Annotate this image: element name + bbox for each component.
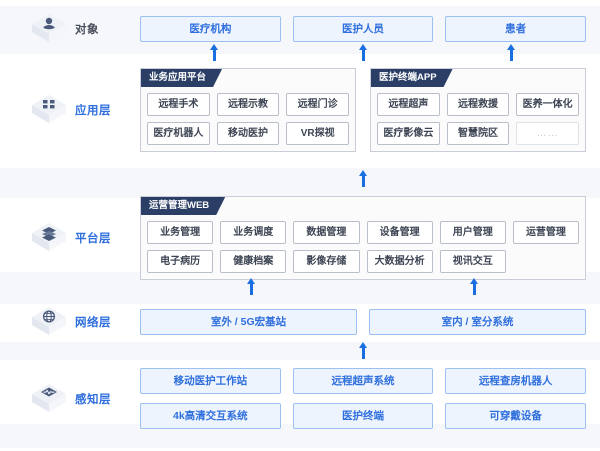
panel-title: 业务应用平台 [141, 69, 222, 87]
layer-platform: 平台层 运营管理WEB 业务管理 业务调度 数据管理 设备管理 用户管理 运营管… [0, 196, 600, 280]
arrow-group-application [0, 170, 600, 187]
arrow-group-object [0, 44, 600, 61]
arrow-up-icon [358, 342, 368, 359]
perception-box[interactable]: 远程查房机器人 [445, 368, 587, 394]
layer-object-label: 对象 [75, 24, 99, 36]
layer-perception-content: 移动医护工作站 远程超声系统 远程查房机器人 4k高清交互系统 医护终端 可穿戴… [140, 368, 600, 429]
platform-item-empty [513, 250, 579, 273]
layer-platform-label: 平台层 [75, 233, 111, 245]
layer-application-content: 业务应用平台 远程手术 远程示教 远程门诊 医疗机器人 移动医护 VR探视 [140, 68, 600, 152]
app-item[interactable]: 远程超声 [377, 93, 440, 116]
platform-item[interactable]: 设备管理 [366, 221, 433, 244]
layer-object-header: 对象 [0, 12, 140, 46]
person-cube-icon [30, 12, 68, 46]
platform-item[interactable]: 业务调度 [220, 221, 287, 244]
panel-title: 运营管理WEB [141, 197, 225, 215]
perception-box[interactable]: 医护终端 [292, 403, 434, 429]
object-box[interactable]: 患者 [445, 16, 587, 42]
arrow-up-icon [247, 278, 256, 295]
arrow-group-platform [0, 278, 600, 295]
layer-network-content: 室外 / 5G宏基站 室内 / 室分系统 [140, 309, 600, 335]
network-box[interactable]: 室内 / 室分系统 [369, 309, 586, 335]
layers-cube-icon [30, 221, 68, 255]
layer-network-header: 网络层 [0, 305, 140, 339]
perception-row: 4k高清交互系统 医护终端 可穿戴设备 [140, 403, 587, 429]
panel-title: 医护终端APP [371, 69, 453, 87]
arrow-up-icon [209, 44, 219, 61]
layer-perception-header: 感知层 [0, 382, 140, 416]
platform-panels: 运营管理WEB 业务管理 业务调度 数据管理 设备管理 用户管理 运营管理 电子… [140, 196, 586, 280]
app-item[interactable]: 医养一体化 [516, 93, 580, 116]
layer-object-content: 医疗机构 医护人员 患者 [140, 16, 600, 42]
background-band [0, 342, 600, 360]
arrow-up-icon [358, 170, 368, 187]
object-box[interactable]: 医疗机构 [140, 16, 281, 42]
platform-item[interactable]: 运营管理 [512, 221, 580, 244]
arrow-group-network [0, 342, 600, 359]
panel-row: 业务管理 业务调度 数据管理 设备管理 用户管理 运营管理 [147, 221, 580, 244]
arrow-up-icon [358, 44, 368, 61]
network-box[interactable]: 室外 / 5G宏基站 [140, 309, 357, 335]
layer-object: 对象 医疗机构 医护人员 患者 [0, 12, 600, 46]
application-panels: 业务应用平台 远程手术 远程示教 远程门诊 医疗机器人 移动医护 VR探视 [140, 68, 586, 152]
layer-platform-content: 运营管理WEB 业务管理 业务调度 数据管理 设备管理 用户管理 运营管理 电子… [140, 196, 600, 280]
platform-item[interactable]: 视讯交互 [439, 250, 506, 273]
object-box[interactable]: 医护人员 [292, 16, 434, 42]
layer-network: 网络层 室外 / 5G宏基站 室内 / 室分系统 [0, 305, 600, 339]
perception-box[interactable]: 远程超声系统 [292, 368, 434, 394]
perception-box[interactable]: 可穿戴设备 [445, 403, 587, 429]
app-item[interactable]: VR探视 [286, 122, 350, 145]
monitor-cube-icon [30, 382, 68, 416]
globe-cube-icon [30, 305, 68, 339]
platform-item[interactable]: 健康档案 [220, 250, 287, 273]
app-item[interactable]: 智慧院区 [446, 122, 510, 145]
layer-platform-header: 平台层 [0, 221, 140, 255]
app-item[interactable]: 远程救援 [446, 93, 510, 116]
app-item[interactable]: 远程示教 [216, 93, 280, 116]
platform-item[interactable]: 数据管理 [293, 221, 360, 244]
perception-box[interactable]: 移动医护工作站 [140, 368, 281, 394]
layer-application: 应用层 业务应用平台 远程手术 远程示教 远程门诊 医疗机器人 移动医护 [0, 68, 600, 152]
panel-row: 远程手术 远程示教 远程门诊 [147, 93, 350, 116]
panel-header: 运营管理WEB [141, 197, 585, 215]
panel-medical-terminal-app: 医护终端APP 远程超声 远程救援 医养一体化 医疗影像云 智慧院区 …… [370, 68, 586, 152]
layer-perception: 感知层 移动医护工作站 远程超声系统 远程查房机器人 4k高清交互系统 医护终端… [0, 368, 600, 429]
app-item[interactable]: 医疗影像云 [377, 122, 440, 145]
network-row: 室外 / 5G宏基站 室内 / 室分系统 [140, 309, 586, 335]
panel-header: 医护终端APP [371, 69, 585, 87]
platform-item[interactable]: 电子病历 [147, 250, 214, 273]
perception-box[interactable]: 4k高清交互系统 [140, 403, 281, 429]
panel-row: 医疗影像云 智慧院区 …… [377, 122, 580, 145]
object-row: 医疗机构 医护人员 患者 [140, 16, 587, 42]
layer-perception-label: 感知层 [75, 393, 111, 406]
arrow-up-icon [470, 278, 479, 295]
platform-item[interactable]: 大数据分析 [366, 250, 433, 273]
panel-header: 业务应用平台 [141, 69, 355, 87]
arrow-up-icon [507, 44, 516, 61]
platform-item[interactable]: 业务管理 [147, 221, 214, 244]
perception-row: 移动医护工作站 远程超声系统 远程查房机器人 [140, 368, 587, 394]
panel-business-platform: 业务应用平台 远程手术 远程示教 远程门诊 医疗机器人 移动医护 VR探视 [140, 68, 356, 152]
app-item[interactable]: 移动医护 [216, 122, 280, 145]
panel-operations-web: 运营管理WEB 业务管理 业务调度 数据管理 设备管理 用户管理 运营管理 电子… [140, 196, 586, 280]
panel-row: 医疗机器人 移动医护 VR探视 [147, 122, 350, 145]
app-item-more[interactable]: …… [516, 122, 580, 145]
platform-item[interactable]: 用户管理 [439, 221, 506, 244]
grid-cube-icon [30, 93, 68, 127]
platform-item[interactable]: 影像存储 [293, 250, 360, 273]
background-band [0, 168, 600, 198]
layer-application-header: 应用层 [0, 93, 140, 127]
app-item[interactable]: 远程门诊 [286, 93, 350, 116]
layer-application-label: 应用层 [75, 105, 111, 117]
panel-row: 电子病历 健康档案 影像存储 大数据分析 视讯交互 [147, 250, 579, 273]
app-item[interactable]: 远程手术 [147, 93, 210, 116]
app-item[interactable]: 医疗机器人 [147, 122, 210, 145]
layer-network-label: 网络层 [75, 317, 111, 329]
panel-row: 远程超声 远程救援 医养一体化 [377, 93, 580, 116]
